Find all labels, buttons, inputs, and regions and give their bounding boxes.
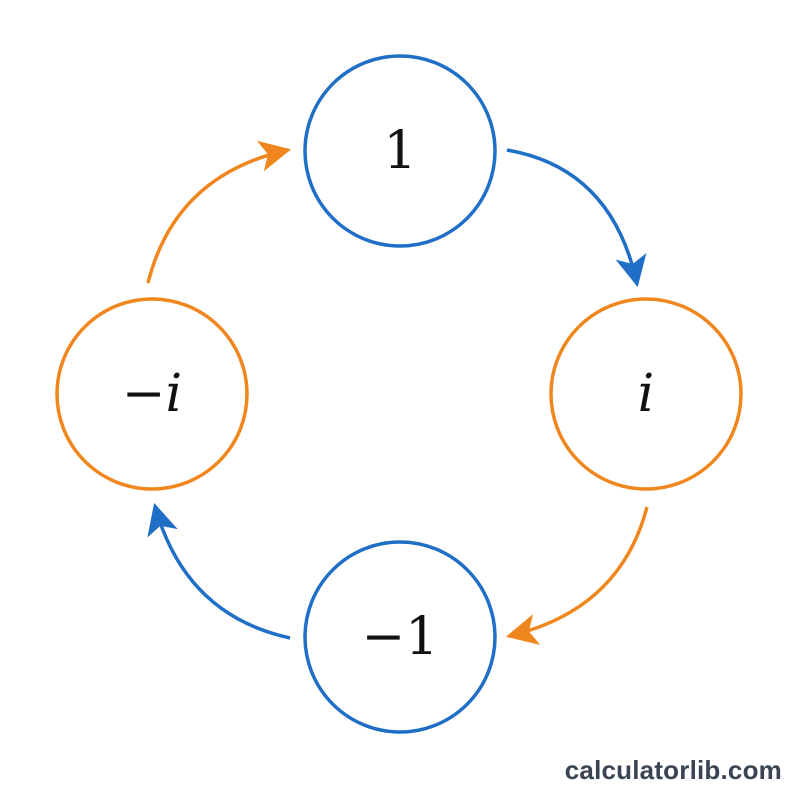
arrow-i-to-minus-1: [505, 506, 649, 645]
arrow-minus-i-to-1: [146, 140, 292, 284]
node-minus-i: −i: [55, 297, 249, 491]
node-minus-i-label: −i: [122, 364, 182, 424]
watermark-text: calculatorlib.com: [564, 755, 782, 785]
arrow-minus-1-to-minus-i: [147, 502, 291, 640]
arrow-1-to-i: [506, 148, 647, 288]
node-minus-one-circle: [303, 540, 497, 734]
node-minus-one-label: −1: [362, 607, 439, 667]
node-one-circle: [303, 54, 497, 248]
node-one-label: 1: [383, 121, 416, 181]
node-i-circle: [549, 297, 743, 491]
node-minus-i-circle: [55, 297, 249, 491]
node-minus-one: −1: [303, 540, 497, 734]
node-one: 1: [303, 54, 497, 248]
node-i-label: i: [638, 364, 655, 424]
node-i: i: [549, 297, 743, 491]
